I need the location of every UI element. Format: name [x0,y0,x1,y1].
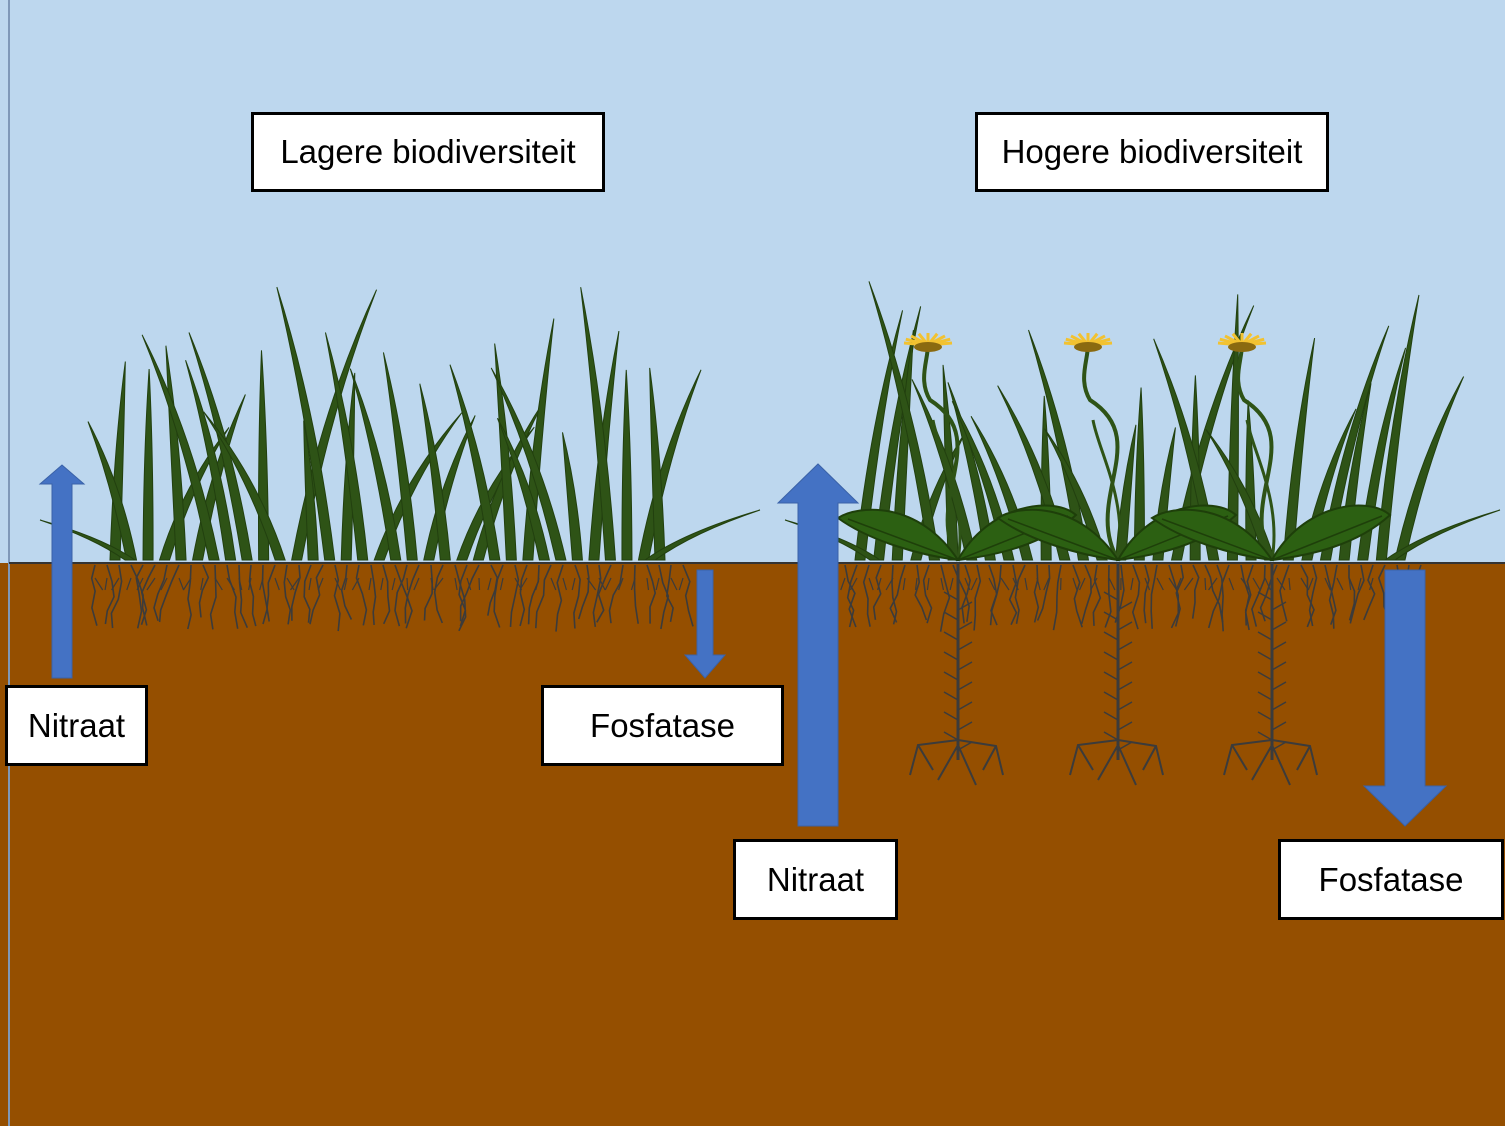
phosphatase-label-high: Fosfatase [1278,839,1504,920]
nitrate-arrow-high [776,463,860,827]
title-lower-biodiversity: Lagere biodiversiteit [251,112,605,192]
sky [0,0,1505,563]
nitrate-arrow-low [38,464,86,679]
flowering-plants [836,332,1392,786]
title-higher-biodiversity: Hogere biodiversiteit [975,112,1329,192]
fibrous-roots-left [90,564,694,632]
grass-tuft-left [39,286,761,561]
nitrate-label-high: Nitraat [733,839,898,920]
grass-tuft-right [784,281,1501,561]
nitrate-label-low: Nitraat [5,685,148,766]
phosphatase-arrow-low [683,569,727,679]
phosphatase-label-low: Fosfatase [541,685,784,766]
phosphatase-arrow-high [1362,569,1448,827]
